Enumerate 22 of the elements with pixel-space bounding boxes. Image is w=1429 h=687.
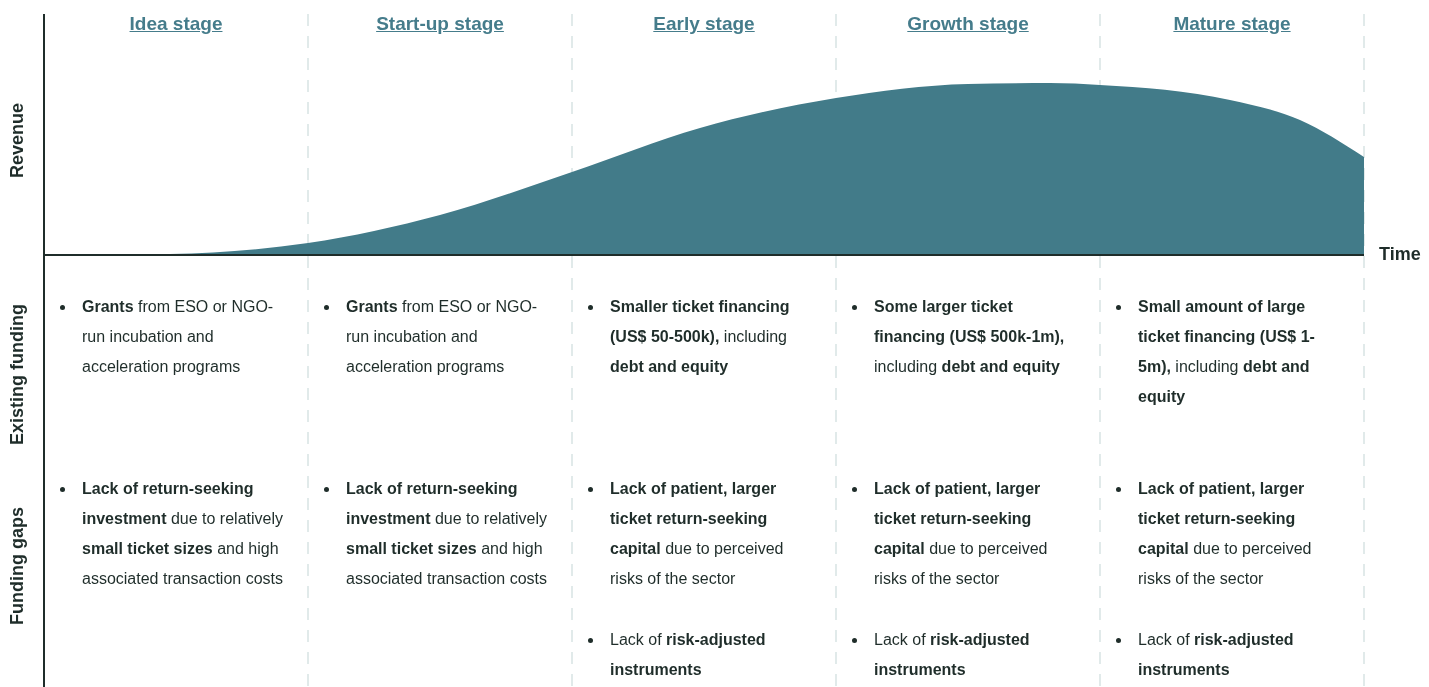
bullet-text: Lack of return-seeking investment due to relatively small ticket sizes and high associated transaction costs: [82, 479, 284, 589]
stage-heading: Start-up stage: [375, 13, 505, 35]
bullet-text: Lack of patient, larger ticket return-seeking capital due to perceived risks of the sector: [874, 479, 1049, 589]
bullet-text: Lack of risk-adjusted instruments: [874, 630, 1031, 680]
axis-label: Funding gaps: [7, 507, 28, 625]
bullet-text: Smaller ticket financing (US$ 50-500k), including debt and equity: [610, 297, 791, 377]
stage-heading: Growth stage: [906, 13, 1030, 35]
bullet-text: Small amount of large ticket financing (US$ 1-5m), including debt and equity: [1138, 297, 1316, 407]
stage-heading: Idea stage: [128, 13, 224, 35]
stage-heading: Early stage: [652, 13, 756, 35]
stage-heading: Mature stage: [1172, 13, 1292, 35]
bullet-text: Some larger ticket financing (US$ 500k-1m), including debt and equity: [874, 297, 1066, 377]
axis-label: Time: [1379, 244, 1421, 265]
bullet-text: Grants from ESO or NGO-run incubation and acceleration programs: [346, 297, 539, 377]
bullet-text: Lack of risk-adjusted instruments: [1138, 630, 1295, 680]
bullet-text: Lack of patient, larger ticket return-seeking capital due to perceived risks of the sector: [610, 479, 785, 589]
bullet-text: Grants from ESO or NGO-run incubation and acceleration programs: [82, 297, 275, 377]
bullet-text: Lack of patient, larger ticket return-seeking capital due to perceived risks of the sector: [1138, 479, 1313, 589]
axis-label: Revenue: [7, 102, 28, 178]
bullet-text: Lack of return-seeking investment due to relatively small ticket sizes and high associated transaction costs: [346, 479, 548, 589]
axis-label: Existing funding: [7, 304, 28, 445]
bullet-text: Lack of risk-adjusted instruments: [610, 630, 767, 680]
